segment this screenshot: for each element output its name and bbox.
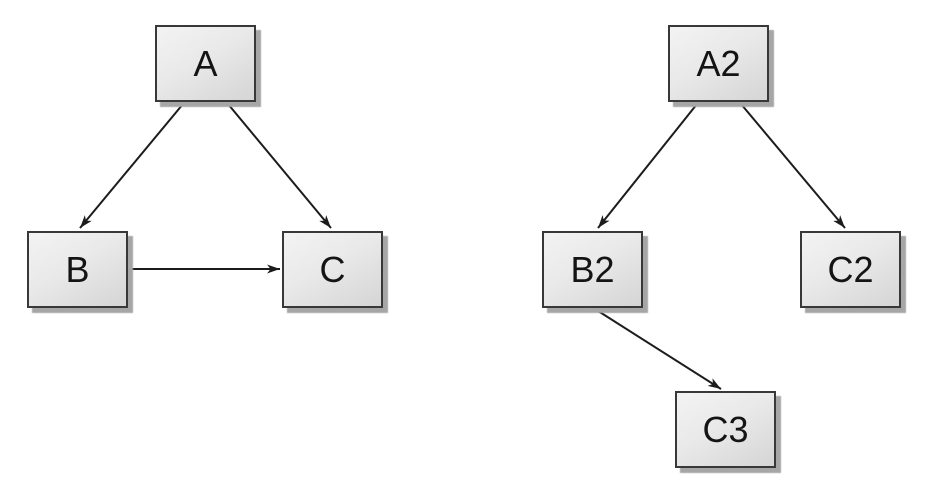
node-C2: C2	[800, 231, 901, 308]
node-A2: A2	[668, 25, 769, 102]
edge-A2-B2	[597, 103, 698, 229]
node-C-label: C	[319, 248, 346, 290]
edge-A-B	[79, 103, 184, 229]
node-C: C	[282, 231, 383, 308]
node-A-label: A	[193, 42, 218, 84]
node-A2-label: A2	[696, 42, 741, 84]
node-A: A	[155, 25, 256, 102]
node-C2-label: C2	[827, 248, 874, 290]
node-C3-label: C3	[702, 408, 749, 450]
node-B2-label: B2	[570, 248, 615, 290]
node-B2: B2	[542, 231, 643, 308]
edge-A-C	[227, 103, 332, 229]
edge-B2-C3	[594, 308, 722, 390]
edge-A2-C2	[740, 103, 846, 229]
node-B-label: B	[65, 248, 90, 290]
node-C3: C3	[675, 391, 776, 468]
node-B: B	[27, 231, 128, 308]
